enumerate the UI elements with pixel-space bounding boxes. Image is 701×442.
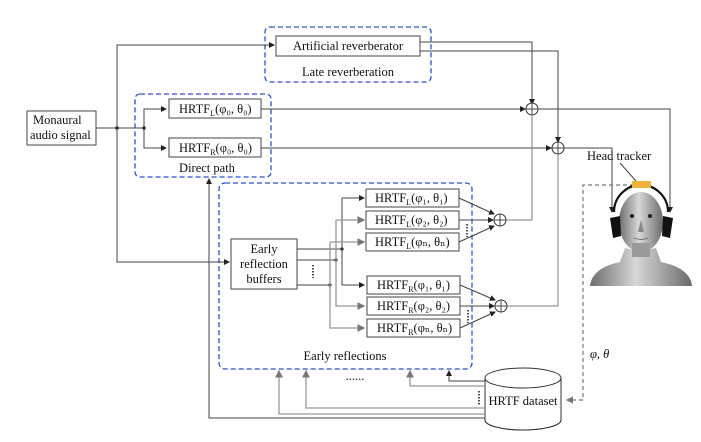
svg-text:HRTFR(φₙ, θₙ): HRTFR(φₙ, θₙ) — [377, 321, 452, 337]
buffer-label-line1: Early — [250, 242, 278, 256]
svg-text:HRTFR(φ₂, θ₂): HRTFR(φ₂, θ₂) — [377, 299, 450, 315]
left-ear-output — [538, 108, 673, 213]
head-tracker-sensor — [632, 181, 651, 188]
hrtf-left-early-2: HRTFL(φ₂, θ₂) — [365, 210, 460, 230]
hrtf-right-early-n: HRTFR(φₙ, θₙ) — [366, 318, 461, 338]
sum-node-right — [551, 141, 565, 155]
early-reflections-label: Early reflections — [304, 349, 387, 363]
hrtf-right-early-2: HRTFR(φ₂, θ₂) — [366, 296, 461, 316]
early-right-out — [507, 154, 559, 307]
svg-text:HRTFL(φ₂, θ₂): HRTFL(φ₂, θ₂) — [375, 213, 448, 229]
hrtf-right-early-1: HRTFR(φ₁, θ₁) — [366, 275, 461, 295]
hrtf-left-early-n: HRTFL(φₙ, θₙ) — [365, 232, 460, 252]
buffer-label-line3: buffers — [246, 272, 281, 286]
to-reverberator-line — [116, 42, 275, 128]
hrtf-dataset-cylinder — [484, 367, 562, 431]
svg-text:HRTFR(φ₁, θ₁): HRTFR(φ₁, θ₁) — [377, 278, 450, 294]
buffer-label-line2: reflection — [240, 257, 289, 271]
hrtf-right-direct-label: HRTFR(φ₀, θ₀) — [179, 141, 252, 157]
sum-node-early-left — [493, 213, 507, 227]
right-ear-output — [564, 147, 615, 213]
late-reverberation-label: Late reverberation — [302, 65, 395, 79]
reverb-left-out — [420, 41, 535, 105]
early-left-out — [506, 115, 533, 221]
early-reflection-buffers-block — [230, 238, 298, 290]
input-label-line1: Monaural — [33, 113, 82, 127]
svg-text:HRTFL(φₙ, θₙ): HRTFL(φₙ, θₙ) — [375, 235, 450, 251]
artificial-reverberator-block — [275, 35, 421, 57]
hrtf-dataset-label: HRTF dataset — [488, 394, 558, 408]
input-label-line2: audio signal — [30, 128, 91, 142]
reverb-right-out — [420, 50, 561, 143]
hrtf-left-early-1: HRTFL(φ₁, θ₁) — [365, 188, 460, 208]
right-earcup — [662, 216, 673, 238]
listener-head-icon — [590, 181, 692, 286]
early-reflections-group — [218, 182, 473, 370]
to-buffers-line — [116, 128, 230, 265]
sum-node-left — [525, 102, 539, 116]
direct-path-label: Direct path — [179, 161, 236, 175]
direct-path-group — [134, 93, 272, 178]
tracker-feedback-line — [565, 184, 634, 404]
ellipsis-label: ...... — [346, 369, 365, 383]
to-hrtf-r0-line — [143, 128, 167, 151]
svg-text:HRTFL(φ₁, θ₁): HRTFL(φ₁, θ₁) — [375, 191, 448, 207]
to-hrtf-l0-line — [143, 106, 167, 128]
head-tracker-pointer — [619, 162, 637, 182]
sum-node-early-right — [494, 299, 508, 313]
late-reverberation-group — [264, 26, 432, 83]
head-tracker-label: Head tracker — [587, 149, 652, 163]
reverberator-label: Artificial reverberator — [293, 39, 404, 53]
left-earcup — [610, 216, 621, 238]
hrtf-left-direct-label: HRTFL(φ₀, θ₀) — [179, 102, 252, 118]
angles-label: φ, θ — [590, 347, 609, 361]
